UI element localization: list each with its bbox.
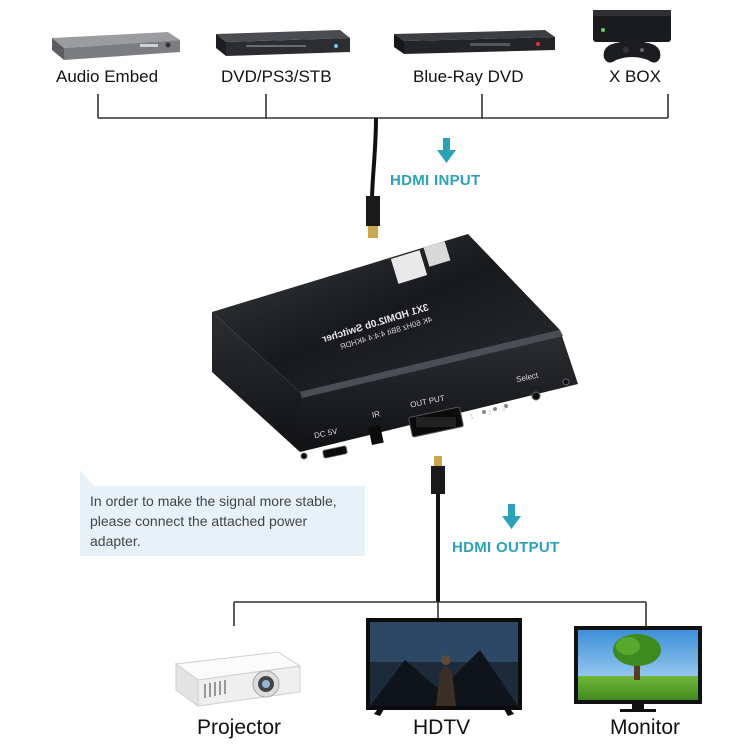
output-connector-lines <box>233 601 647 626</box>
xbox-console-icon <box>593 10 671 63</box>
bluray-player-icon <box>394 30 555 54</box>
device-label-blue-ray-dvd: Blue-Ray DVD <box>413 67 524 86</box>
hdmi-output-cable <box>431 456 445 602</box>
hdmi-output-label: HDMI OUTPUT <box>452 539 560 556</box>
hdmi-switcher-device <box>212 234 578 460</box>
hdmi-input-cable <box>366 117 380 238</box>
device-label-audio-embed: Audio Embed <box>56 67 159 86</box>
power-adapter-note-text: In order to make the signal more stable,… <box>90 493 337 549</box>
input-down-arrow-icon <box>437 138 456 163</box>
ir-port-label: IR <box>371 409 381 420</box>
note-callout-tail <box>80 470 94 486</box>
hdtv-icon <box>366 618 522 716</box>
device-label-xbox: X BOX <box>609 67 661 86</box>
device-label-hdtv: HDTV <box>413 716 471 739</box>
device-label-dvd-ps3-stb: DVD/PS3/STB <box>221 67 332 86</box>
output-down-arrow-icon <box>502 504 521 529</box>
power-adapter-note: In order to make the signal more stable,… <box>80 470 365 556</box>
device-label-projector: Projector <box>197 716 282 739</box>
hdmi-input-label: HDMI INPUT <box>390 172 481 189</box>
audio-receiver-icon <box>52 32 180 60</box>
input-connector-lines <box>97 94 669 119</box>
monitor-icon <box>574 626 702 712</box>
device-label-monitor: Monitor <box>610 716 681 739</box>
dvd-player-icon <box>216 30 350 56</box>
projector-icon <box>174 651 302 707</box>
